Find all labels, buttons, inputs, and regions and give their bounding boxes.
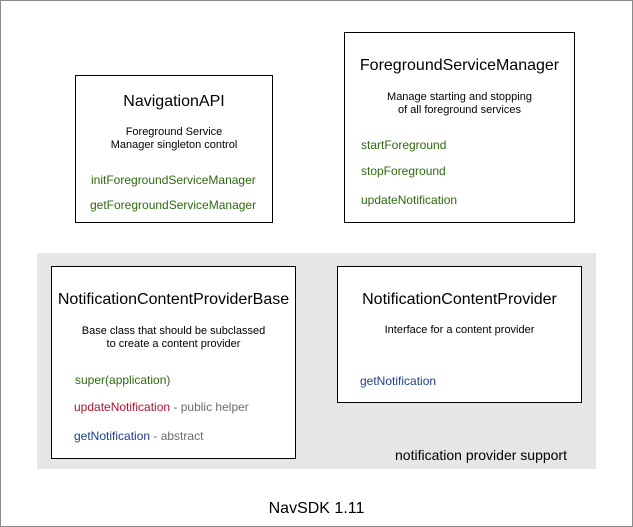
method-update-notification-helper: updateNotification - public helper [74,400,249,414]
method-get-notification-abstract: getNotification - abstract [74,429,204,443]
navigation-api-description: Foreground Service Manager singleton con… [110,126,238,151]
foreground-service-manager-box: ForegroundServiceManager Manage starting… [344,32,575,223]
provider-description: Interface for a content provider [384,324,535,336]
method-update-notification: updateNotification [361,193,458,207]
navigation-api-box: NavigationAPI Foreground Service Manager… [75,75,273,223]
method-start-foreground: startForeground [361,138,447,152]
provider-base-title: NotificationContentProviderBase [57,291,290,308]
method-stop-foreground: stopForeground [361,164,446,178]
method-get-foreground-service-manager: getForegroundServiceManager [90,198,257,212]
navigation-api-title: NavigationAPI [123,93,225,110]
provider-title: NotificationContentProvider [362,291,557,308]
method-init-foreground-service-manager: initForegroundServiceManager [91,173,256,187]
method-super-application: super(application) [75,373,171,387]
foreground-service-manager-description: Manage starting and stopping of all fore… [387,91,532,116]
notification-content-provider-box: NotificationContentProvider Interface fo… [337,266,582,403]
notification-content-provider-base-box: NotificationContentProviderBase Base cla… [51,266,296,459]
diagram-caption: NavSDK 1.11 [268,500,365,517]
group-label: notification provider support [395,447,567,463]
foreground-service-manager-title: ForegroundServiceManager [359,57,560,74]
provider-base-description: Base class that should be subclassed to … [81,325,266,350]
method-get-notification: getNotification [360,374,437,388]
